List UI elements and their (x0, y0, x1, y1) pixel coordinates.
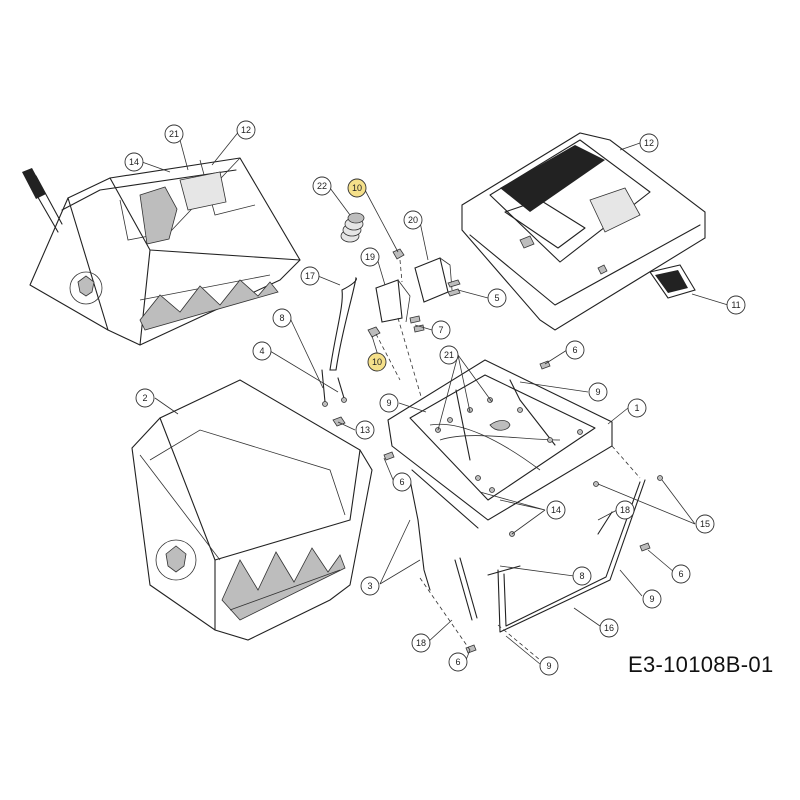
assembled-grass-catcher (22, 157, 301, 346)
part-17-strap (329, 276, 357, 371)
callouts: 21 12 14 22 10 20 12 19 17 5 11 8 7 4 10… (124, 120, 746, 676)
callout-12-b: 12 (639, 133, 659, 153)
callout-18-b: 18 (411, 633, 431, 653)
handle-grip (22, 168, 46, 199)
part-10-nut-upper (392, 248, 405, 260)
callout-label: 18 (416, 638, 426, 648)
part-10-nut-lower (367, 326, 381, 338)
callout-14-a: 14 (124, 152, 144, 172)
frame-tubes (383, 360, 663, 661)
part-20-cover (414, 257, 449, 303)
callout-label: 9 (546, 661, 551, 671)
callout-22: 22 (312, 176, 332, 196)
callout-1: 1 (627, 398, 647, 418)
callout-6-a: 6 (565, 340, 585, 360)
callout-9-b: 9 (588, 382, 608, 402)
callout-6-d: 6 (448, 652, 468, 672)
callout-10-a: 10 (347, 178, 367, 198)
callout-label: 9 (386, 398, 391, 408)
callout-4: 4 (252, 341, 272, 361)
drawing-code: E3-10108B-01 (628, 652, 774, 677)
small-parts-group (321, 212, 461, 427)
callout-label: 6 (572, 345, 577, 355)
callout-12-a: 12 (236, 120, 256, 140)
callout-6-b: 6 (392, 472, 412, 492)
callout-9-a: 9 (379, 393, 399, 413)
callout-19: 19 (360, 247, 380, 267)
callout-label: 11 (731, 300, 740, 310)
callout-label: 21 (444, 350, 454, 360)
callout-label: 10 (352, 183, 362, 193)
callout-9-d: 9 (539, 656, 559, 676)
callout-label: 21 (169, 129, 179, 139)
callout-label: 8 (579, 571, 584, 581)
callout-16: 16 (599, 618, 619, 638)
leader-lines (141, 129, 729, 665)
callout-11: 11 (726, 295, 746, 315)
callout-13: 13 (355, 420, 375, 440)
part-2-bag (131, 379, 373, 641)
callout-10-b: 10 (367, 352, 387, 372)
callout-21-a: 21 (164, 124, 184, 144)
callout-label: 13 (360, 425, 370, 435)
callout-21-b: 21 (439, 345, 459, 365)
callout-5: 5 (487, 288, 507, 308)
callout-label: 18 (620, 505, 630, 515)
callout-label: 16 (604, 623, 614, 633)
callout-label: 6 (678, 569, 683, 579)
callout-label: 10 (372, 357, 382, 367)
callout-label: 12 (241, 125, 251, 135)
part-22-spring (340, 212, 365, 243)
callout-6-c: 6 (671, 564, 691, 584)
callout-label: 7 (438, 325, 443, 335)
callout-14-b: 14 (546, 500, 566, 520)
callout-label: 19 (365, 252, 375, 262)
callout-label: 1 (634, 403, 639, 413)
catcher-cover (461, 132, 706, 331)
callout-label: 3 (367, 581, 372, 591)
callout-label: 14 (551, 505, 561, 515)
callout-label: 17 (305, 271, 315, 281)
callout-18-a: 18 (615, 500, 635, 520)
callout-label: 6 (399, 477, 404, 487)
callout-label: 15 (700, 519, 710, 529)
callout-label: 9 (649, 594, 654, 604)
callout-label: 20 (408, 215, 418, 225)
callout-label: 8 (279, 313, 284, 323)
part-1-frame (387, 359, 613, 537)
callout-label: 22 (317, 181, 327, 191)
callout-label: 12 (644, 138, 654, 148)
callout-label: 9 (595, 387, 600, 397)
callout-20: 20 (403, 210, 423, 230)
callout-label: 6 (455, 657, 460, 667)
callout-15: 15 (695, 514, 715, 534)
callout-3: 3 (360, 576, 380, 596)
callout-9-c: 9 (642, 589, 662, 609)
callout-17: 17 (300, 266, 320, 286)
logo-mark-b (155, 539, 197, 581)
logo-mark-a (69, 271, 103, 305)
callout-label: 5 (494, 293, 499, 303)
callout-label: 2 (142, 393, 147, 403)
callout-8-a: 8 (272, 308, 292, 328)
callout-8-b: 8 (572, 566, 592, 586)
callout-7: 7 (431, 320, 451, 340)
part-11-insert (649, 264, 696, 299)
callout-2: 2 (135, 388, 155, 408)
part-19-bracket (375, 279, 403, 323)
callout-label: 4 (259, 346, 264, 356)
callout-label: 14 (129, 157, 139, 167)
